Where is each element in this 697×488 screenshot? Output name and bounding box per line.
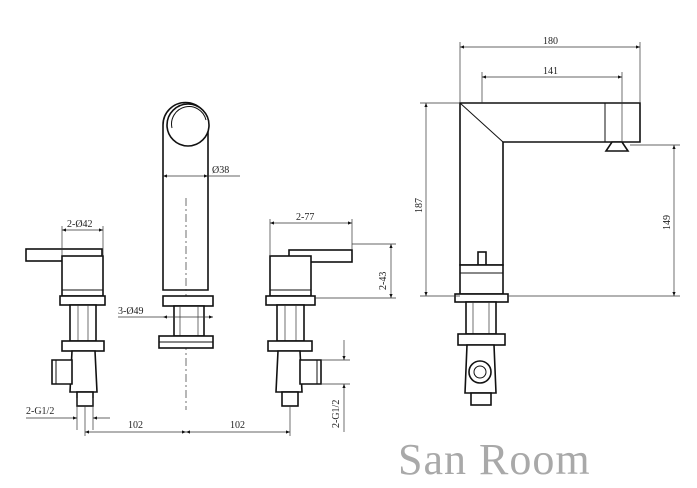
dim-spacing-left-label: 102 [128, 420, 143, 431]
side-base [459, 264, 504, 295]
right-shank [276, 304, 305, 342]
dim-handle-diameter: 2-Ø42 [61, 219, 104, 256]
dim-handle-length-label: 2-77 [296, 212, 314, 223]
left-side-inlet [51, 359, 73, 385]
dim-spacing: 102 102 [84, 406, 291, 436]
spout-side-view [454, 102, 641, 406]
dim-spout-diameter: Ø38 [163, 165, 240, 178]
dim-handle-diameter-label: 2-Ø42 [67, 219, 93, 230]
dim-spacing-right-label: 102 [230, 420, 245, 431]
dim-handle-length: 2-77 [269, 212, 353, 256]
left-handle-valve [25, 248, 106, 407]
dim-height-total: 187 [414, 102, 460, 297]
spout-nut [162, 295, 214, 307]
dim-body-diameter-label: 3-Ø49 [118, 306, 144, 317]
dim-thread-right-label: 2-G1/2 [331, 400, 342, 428]
side-nut [454, 293, 509, 303]
dim-thread-left-label: 2-G1/2 [26, 406, 54, 417]
dim-handle-height: 2-43 [315, 243, 396, 299]
spout-outlet-circle [166, 103, 210, 147]
side-aerator [604, 141, 630, 152]
side-shank [465, 301, 497, 335]
spout-shank [173, 305, 205, 337]
left-handle-cap [61, 255, 104, 297]
dim-spout-diameter-label: Ø38 [212, 165, 229, 176]
dim-reach-total-label: 180 [543, 36, 558, 47]
dim-reach-total: 180 [459, 36, 641, 103]
side-pin [477, 251, 487, 266]
right-side-inlet [299, 359, 322, 385]
left-locknut [61, 340, 105, 352]
right-nut [265, 295, 316, 306]
side-thread [470, 392, 492, 406]
dim-thread-right: 2-G1/2 [321, 340, 350, 432]
dim-body-diameter: 3-Ø49 [118, 306, 213, 319]
right-locknut [267, 340, 313, 352]
side-locknut [457, 333, 506, 346]
dim-height-outlet-label: 149 [662, 215, 673, 230]
side-inlet-port [468, 360, 492, 384]
center-spout [158, 101, 214, 410]
dim-reach-spout-label: 141 [543, 66, 558, 77]
right-valve-body [275, 350, 303, 393]
left-shank [69, 304, 97, 342]
dim-reach-spout: 141 [481, 66, 623, 142]
right-thread [281, 391, 299, 407]
dim-height-outlet: 149 [508, 144, 680, 297]
dim-handle-height-label: 2-43 [378, 272, 389, 290]
left-valve-body [69, 350, 98, 393]
left-nut [59, 295, 106, 306]
brand-watermark: San Room [398, 435, 591, 484]
dim-thread-left: 2-G1/2 [26, 398, 110, 430]
right-handle-cap [269, 255, 312, 297]
right-handle-valve [265, 249, 353, 407]
dim-height-total-label: 187 [414, 198, 425, 213]
left-thread [76, 391, 94, 407]
